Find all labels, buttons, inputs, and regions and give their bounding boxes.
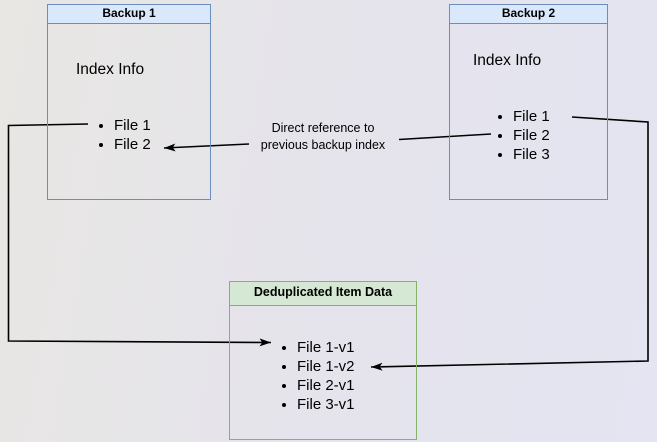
list-item: File 3-v1 — [297, 395, 355, 414]
list-item: File 1 — [114, 116, 151, 135]
list-item: File 2-v1 — [297, 376, 355, 395]
direct-reference-label: Direct reference to previous backup inde… — [223, 120, 423, 154]
direct-reference-label-line1: Direct reference to — [271, 121, 375, 135]
backup2-title: Backup 2 — [450, 5, 607, 24]
deduplicated-item-data-title: Deduplicated Item Data — [230, 282, 416, 306]
backup1-subtitle: Index Info — [76, 61, 145, 78]
arrow-backup2-file1-to-dedup — [370, 116, 649, 371]
deduplicated-item-data-box: Deduplicated Item Data — [229, 281, 417, 440]
list-item: File 3 — [513, 145, 550, 164]
backup1-title: Backup 1 — [48, 5, 210, 24]
backup1-file-list: File 1File 2 — [96, 116, 151, 154]
list-item: File 1-v1 — [297, 338, 355, 357]
arrow-direct-reference-segment-right — [398, 133, 492, 141]
direct-reference-label-line2: previous backup index — [260, 138, 386, 152]
list-item: File 2 — [513, 126, 550, 145]
backup1-box: Backup 1 — [47, 4, 211, 200]
backup2-subtitle: Index Info — [473, 52, 542, 69]
dedup-file-list: File 1-v1File 1-v2File 2-v1File 3-v1 — [279, 338, 355, 414]
list-item: File 1 — [513, 107, 550, 126]
backup2-file-list: File 1File 2File 3 — [495, 107, 550, 164]
arrow-direct-reference-segment-left — [163, 143, 250, 152]
list-item: File 2 — [114, 135, 151, 154]
arrow-backup1-file1-to-dedup — [7, 123, 272, 347]
backup2-box: Backup 2 — [449, 4, 608, 200]
list-item: File 1-v2 — [297, 357, 355, 376]
